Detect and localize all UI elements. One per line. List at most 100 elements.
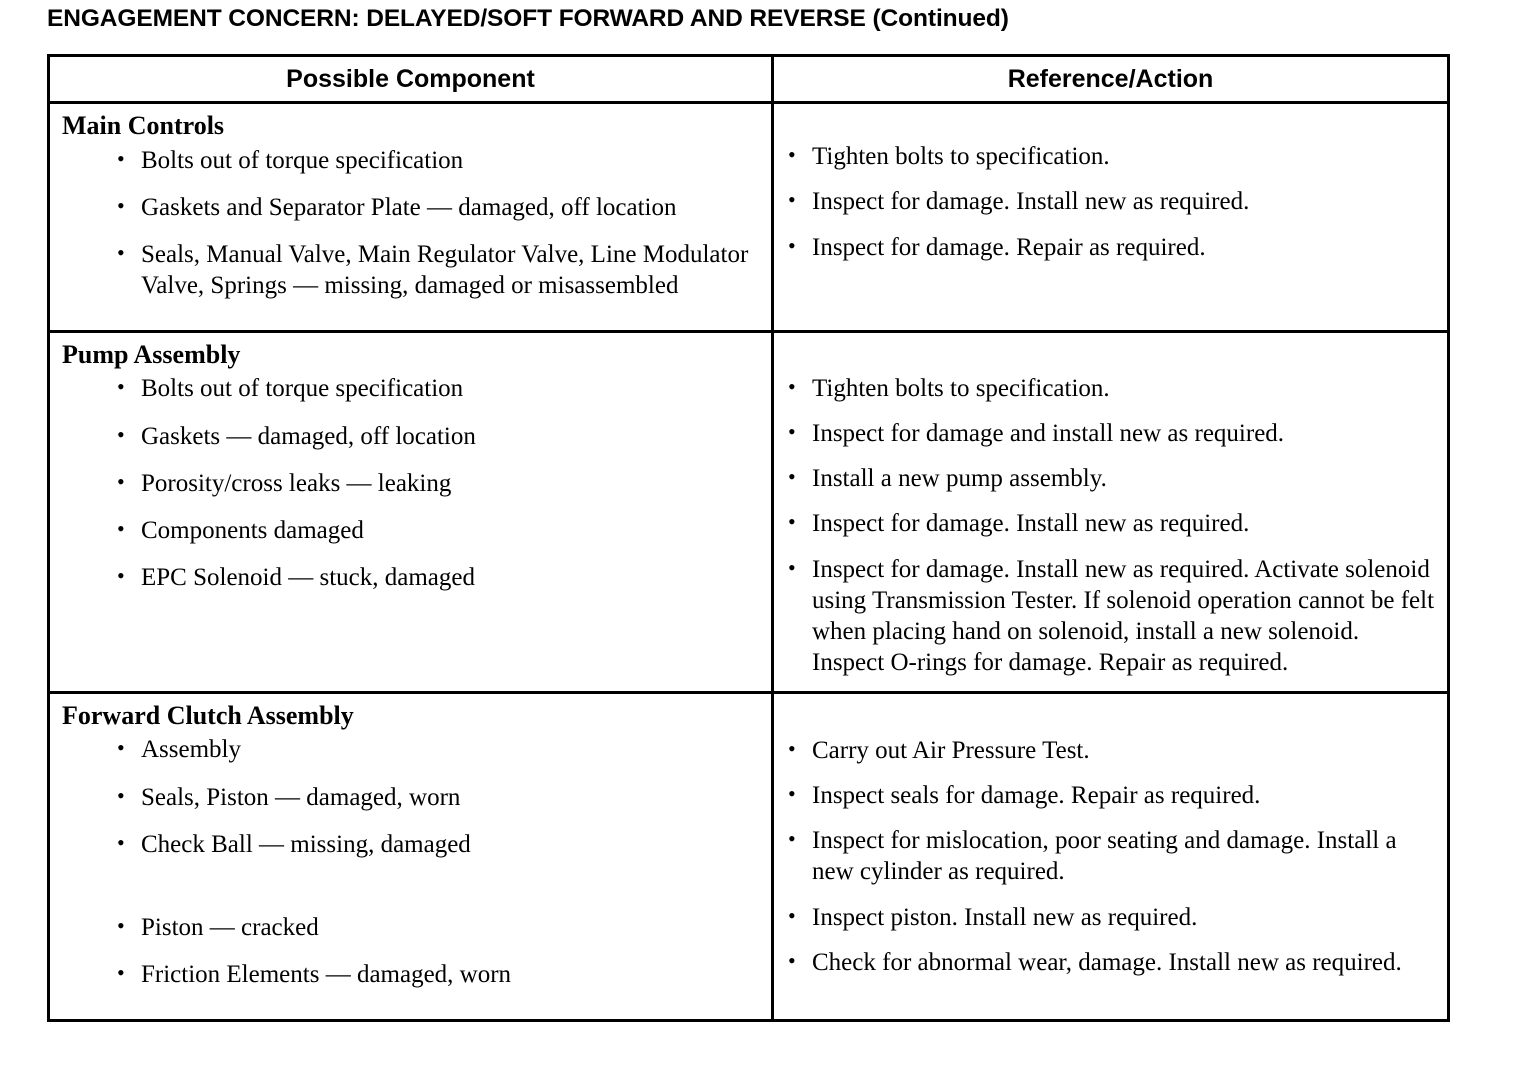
group-title: Main Controls bbox=[62, 111, 225, 140]
table-row: Main Controls • Bolts out of torque spec… bbox=[47, 101, 1450, 333]
bullet-icon: • bbox=[788, 418, 796, 444]
list-item-text: Piston — cracked bbox=[141, 914, 319, 942]
list-item: • Gaskets and Separator Plate — damaged,… bbox=[113, 192, 761, 223]
list-item-text: Components damaged bbox=[141, 517, 364, 545]
component-cell-forward-clutch-assembly: Forward Clutch Assembly • Assembly • Sea… bbox=[47, 690, 774, 1022]
bullet-icon: • bbox=[788, 902, 796, 928]
list-item: • Inspect for damage. Install new as req… bbox=[784, 554, 1437, 679]
troubleshooting-table: Possible Component Reference/Action Main… bbox=[47, 54, 1450, 1022]
bullet-icon: • bbox=[117, 240, 125, 266]
group-title: Pump Assembly bbox=[62, 339, 241, 369]
table-row: Pump Assembly • Bolts out of torque spec… bbox=[47, 329, 1450, 694]
list-item-text: Inspect seals for damage. Repair as requ… bbox=[812, 781, 1261, 809]
list-item: • Inspect for damage and install new as … bbox=[784, 418, 1437, 449]
component-cell-pump-assembly: Pump Assembly • Bolts out of torque spec… bbox=[47, 329, 774, 694]
page-title: ENGAGEMENT CONCERN: DELAYED/SOFT FORWARD… bbox=[47, 5, 1009, 32]
list-item: • Seals, Piston — damaged, worn bbox=[113, 782, 761, 813]
bullet-icon: • bbox=[117, 960, 125, 986]
table-header-row: Possible Component Reference/Action bbox=[47, 54, 1450, 104]
action-list: • Tighten bolts to specification. • Insp… bbox=[784, 141, 1437, 263]
list-item-text: Porosity/cross leaks — leaking bbox=[141, 469, 452, 497]
list-item: • Gaskets — damaged, off location bbox=[113, 421, 761, 452]
list-item: • Friction Elements — damaged, worn bbox=[113, 959, 761, 990]
table-row: Forward Clutch Assembly • Assembly • Sea… bbox=[47, 690, 1450, 1022]
bullet-icon: • bbox=[117, 192, 125, 218]
action-cell-forward-clutch-assembly: • Carry out Air Pressure Test. • Inspect… bbox=[771, 690, 1450, 1022]
list-item-text: Gaskets and Separator Plate — damaged, o… bbox=[141, 193, 677, 221]
column-header-reference-action: Reference/Action bbox=[771, 54, 1450, 104]
list-item: • Components damaged bbox=[113, 515, 761, 546]
list-item-text: Inspect for damage. Repair as required. bbox=[812, 233, 1206, 261]
list-item: • Bolts out of torque specification bbox=[113, 145, 761, 176]
list-item: • Bolts out of torque specification bbox=[113, 373, 761, 404]
bullet-icon: • bbox=[788, 464, 796, 490]
list-item: • Inspect seals for damage. Repair as re… bbox=[784, 780, 1437, 811]
list-item: • Inspect for damage. Install new as req… bbox=[784, 508, 1437, 539]
list-item-text: EPC Solenoid — stuck, damaged bbox=[141, 564, 475, 592]
list-item-text: Gaskets — damaged, off location bbox=[141, 422, 476, 450]
list-item: • Check Ball — missing, damaged bbox=[113, 829, 761, 896]
bullet-icon: • bbox=[788, 947, 796, 973]
list-item-text: Seals, Piston — damaged, worn bbox=[141, 783, 461, 811]
action-list: • Tighten bolts to specification. • Insp… bbox=[784, 373, 1437, 679]
list-item: • Assembly bbox=[113, 734, 761, 765]
bullet-icon: • bbox=[117, 516, 125, 542]
list-item: • Tighten bolts to specification. bbox=[784, 141, 1437, 172]
cell-leading-spacer bbox=[784, 701, 1437, 735]
list-item: • Install a new pump assembly. bbox=[784, 463, 1437, 494]
column-header-possible-component: Possible Component bbox=[47, 54, 774, 104]
bullet-icon: • bbox=[788, 373, 796, 399]
bullet-icon: • bbox=[788, 735, 796, 761]
list-item-text: Inspect for mislocation, poor seating an… bbox=[812, 827, 1397, 886]
list-item: • Porosity/cross leaks — leaking bbox=[113, 468, 761, 499]
bullet-icon: • bbox=[117, 782, 125, 808]
list-item-text: Bolts out of torque specification bbox=[141, 146, 464, 174]
list-item: • Tighten bolts to specification. bbox=[784, 373, 1437, 404]
alignment-spacer bbox=[141, 860, 761, 896]
component-cell-main-controls: Main Controls • Bolts out of torque spec… bbox=[47, 101, 774, 333]
bullet-icon: • bbox=[117, 468, 125, 494]
bullet-icon: • bbox=[117, 145, 125, 171]
list-item: • Inspect for mislocation, poor seating … bbox=[784, 825, 1437, 888]
component-list: • Assembly • Seals, Piston — damaged, wo… bbox=[113, 734, 761, 990]
bullet-icon: • bbox=[117, 913, 125, 939]
action-cell-pump-assembly: • Tighten bolts to specification. • Insp… bbox=[771, 329, 1450, 694]
list-item-text: Friction Elements — damaged, worn bbox=[141, 961, 512, 989]
cell-leading-spacer bbox=[784, 111, 1437, 141]
list-item: • Carry out Air Pressure Test. bbox=[784, 735, 1437, 766]
bullet-icon: • bbox=[788, 232, 796, 258]
list-item: • Check for abnormal wear, damage. Insta… bbox=[784, 947, 1437, 978]
list-item-text: Seals, Manual Valve, Main Regulator Valv… bbox=[141, 241, 749, 300]
bullet-icon: • bbox=[788, 554, 796, 580]
list-item-text: Inspect for damage. Install new as requi… bbox=[812, 510, 1250, 538]
list-item: • Inspect for damage. Repair as required… bbox=[784, 232, 1437, 263]
list-item-text: Tighten bolts to specification. bbox=[812, 374, 1110, 402]
list-item: • EPC Solenoid — stuck, damaged bbox=[113, 562, 761, 593]
list-item-text: Check Ball — missing, damaged bbox=[141, 830, 471, 858]
group-title: Forward Clutch Assembly bbox=[62, 700, 354, 730]
list-item: • Seals, Manual Valve, Main Regulator Va… bbox=[113, 239, 761, 302]
action-list: • Carry out Air Pressure Test. • Inspect… bbox=[784, 735, 1437, 979]
bullet-icon: • bbox=[117, 374, 125, 400]
bullet-icon: • bbox=[117, 421, 125, 447]
cell-leading-spacer bbox=[784, 340, 1437, 373]
list-item: • Inspect piston. Install new as require… bbox=[784, 902, 1437, 933]
bullet-icon: • bbox=[788, 509, 796, 535]
list-item-text: Assembly bbox=[141, 736, 241, 764]
bullet-icon: • bbox=[117, 829, 125, 855]
list-item-text: Carry out Air Pressure Test. bbox=[812, 736, 1090, 764]
action-cell-main-controls: • Tighten bolts to specification. • Insp… bbox=[771, 101, 1450, 333]
list-item-text: Inspect piston. Install new as required. bbox=[812, 903, 1198, 931]
bullet-icon: • bbox=[788, 826, 796, 852]
list-item-text: Inspect for damage and install new as re… bbox=[812, 419, 1285, 447]
list-item-text: Install a new pump assembly. bbox=[812, 465, 1107, 493]
bullet-icon: • bbox=[788, 187, 796, 213]
list-item-text: Inspect for damage. Install new as requi… bbox=[812, 188, 1250, 216]
list-item-text: Tighten bolts to specification. bbox=[812, 143, 1110, 170]
bullet-icon: • bbox=[788, 780, 796, 806]
bullet-icon: • bbox=[788, 142, 796, 167]
list-item: • Inspect for damage. Install new as req… bbox=[784, 186, 1437, 217]
component-list: • Bolts out of torque specification • Ga… bbox=[113, 373, 761, 593]
bullet-icon: • bbox=[117, 563, 125, 589]
